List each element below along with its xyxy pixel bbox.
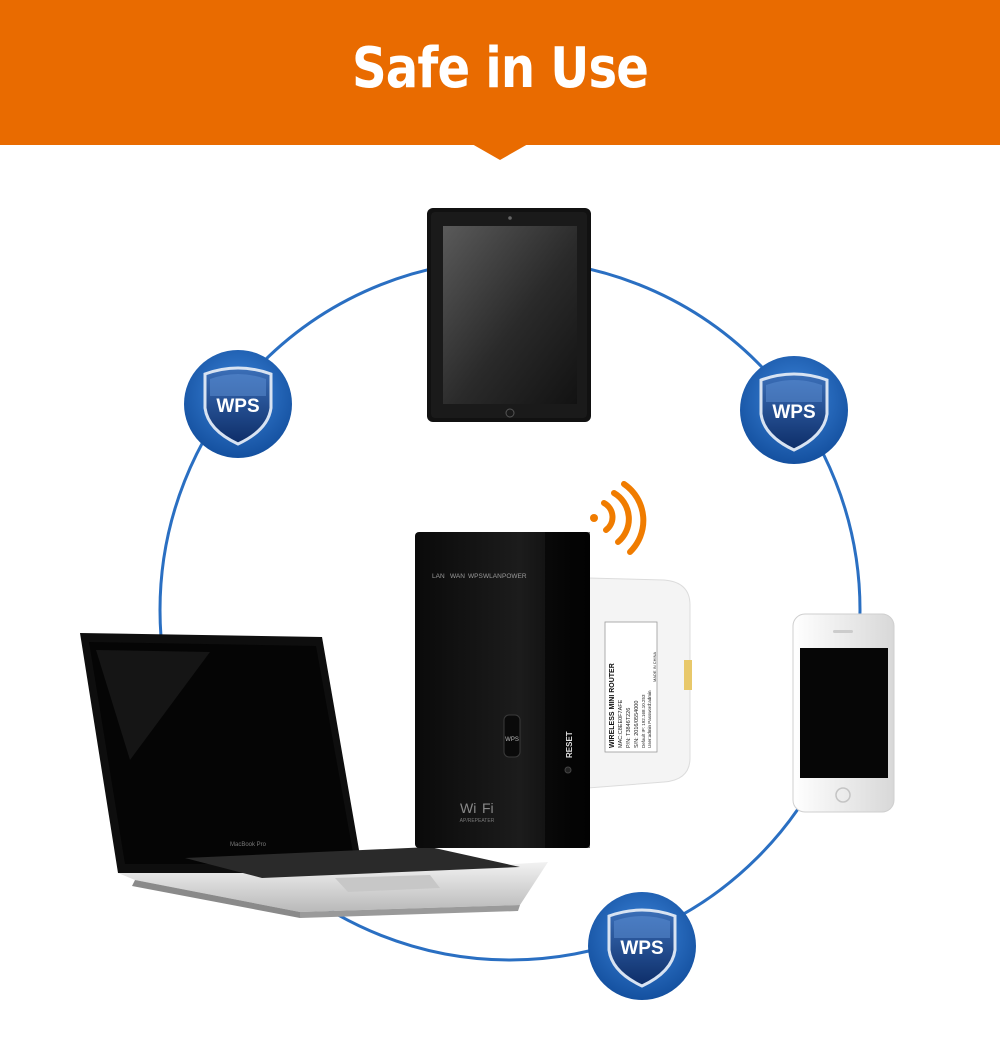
wps-badge-label: WPS (216, 396, 259, 417)
led-label: WLAN (483, 573, 502, 580)
led-label: POWER (502, 573, 527, 580)
laptop-device (80, 633, 548, 918)
wifi-logo-left: Wi (460, 800, 476, 816)
header-banner (0, 0, 1000, 145)
repeater-side: WIRELESS MINI ROUTER MAC:C8EE0F7AFE P/N:… (587, 577, 692, 789)
label-line: S/N: 2016/0554000 (634, 701, 640, 748)
repeater-front (415, 532, 590, 848)
wps-button-label: WPS (505, 737, 519, 743)
led-label: WPS (468, 573, 483, 580)
page-title: Safe in Use (351, 36, 649, 101)
label-line: Default IP: 192.168.10.253 (641, 694, 646, 748)
wifi-logo-sub: AP/REPEATER (460, 818, 495, 824)
label-line: User:admin Password:admin (647, 690, 652, 748)
wps-badge-label: WPS (772, 402, 815, 423)
reset-label: RESET (565, 731, 574, 758)
wps-badge-label: WPS (620, 938, 663, 959)
label-line: MAC:C8EE0F7AFE (618, 699, 624, 748)
label-line: WIRELESS MINI ROUTER (609, 663, 616, 748)
banner-pointer (472, 144, 528, 160)
wifi-signal-icon (590, 481, 647, 555)
label-line: P/N: T3846T226 (626, 708, 632, 748)
wps-button (503, 714, 521, 758)
smartphone-device (792, 613, 895, 813)
led-label: LAN (432, 573, 445, 580)
wps-badge-icon: WPS (740, 356, 848, 464)
wifi-logo-right: Fi (482, 800, 494, 816)
reset-hole (564, 766, 572, 774)
wps-badge-icon: WPS (184, 350, 292, 458)
wps-badge-icon: WPS (588, 892, 696, 1000)
led-label: WAN (450, 573, 465, 580)
laptop-brand: MacBook Pro (230, 842, 267, 848)
tablet-device (427, 208, 591, 422)
label-line: MADE IN CHINA (652, 651, 657, 682)
